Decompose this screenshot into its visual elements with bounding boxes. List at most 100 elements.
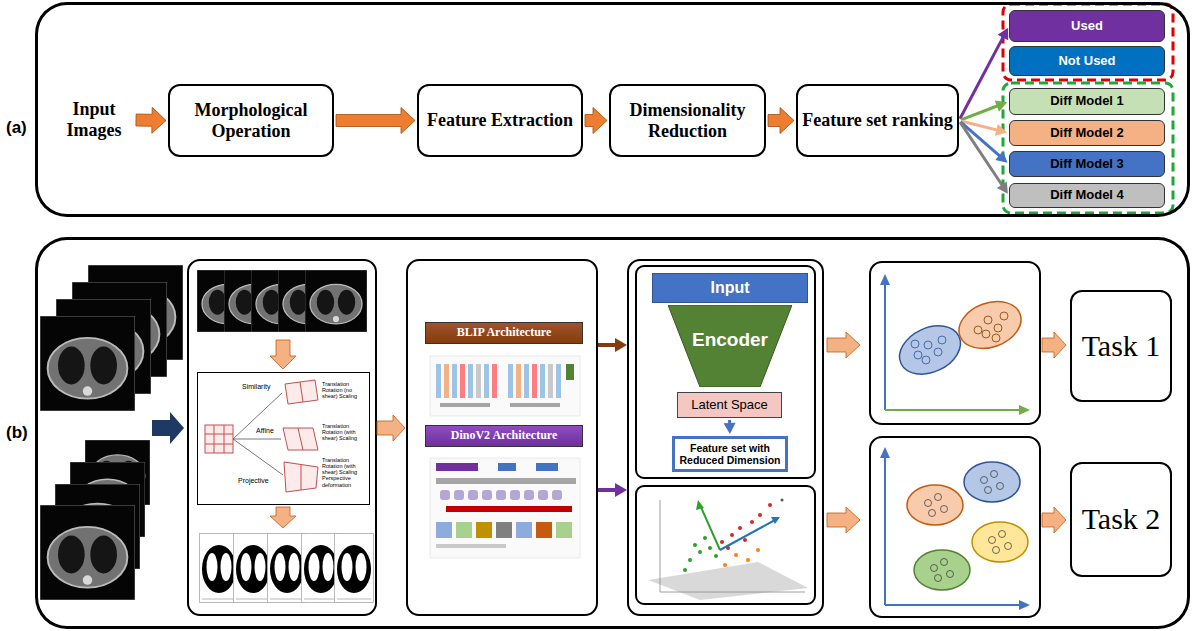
panel-frame [188, 260, 1040, 617]
arrow-head [995, 124, 1007, 136]
transform-grids [224, 425, 225, 453]
cluster-plot [985, 487, 992, 494]
cluster-plot [934, 348, 942, 356]
blip-thumbnail [440, 403, 490, 407]
cluster-plot [935, 494, 942, 501]
block-arrow [336, 108, 415, 134]
cluster-plot [892, 317, 969, 384]
block-arrow [136, 107, 166, 133]
feature-arrow [598, 488, 616, 492]
pca-scatter [693, 543, 697, 547]
cluster-plot [941, 559, 948, 566]
transform-lines [233, 393, 282, 439]
pca-scatter [723, 563, 727, 567]
cluster-plot [941, 506, 948, 513]
blip-thumbnail [540, 364, 545, 398]
cluster-plot [914, 550, 970, 590]
cluster-plot [964, 462, 1020, 502]
transform-name: Similarity [242, 383, 270, 391]
node-label: Encoder [692, 329, 768, 351]
blip-thumbnail [548, 364, 553, 398]
feature-box: Feature set with Reduced Dimension [672, 436, 788, 472]
panel-frame [636, 266, 815, 478]
transform-grids [300, 382, 303, 402]
dino-thumbnail [436, 478, 576, 484]
panel-frame [628, 260, 823, 615]
pca-scatter [688, 558, 692, 562]
cluster-plot [880, 447, 890, 458]
pca-scatter [708, 546, 712, 550]
cluster-plot [992, 334, 1000, 342]
dino-thumbnail [476, 522, 492, 538]
cluster-plot [981, 477, 988, 484]
dino-thumbnail [510, 490, 520, 500]
cluster-plot [907, 485, 963, 525]
pca-scatter [703, 536, 707, 540]
transform-note: Translation Rotation (with shear) Scalin… [322, 423, 369, 441]
blip-thumbnail [468, 364, 473, 398]
panel-frame: (b)SimilarityTranslation Rotation (no sh… [35, 237, 1190, 629]
dino-thumbnail [436, 544, 506, 548]
pca-scatter [660, 500, 661, 592]
node-label: Morphological Operation [170, 100, 332, 141]
cluster-plot [911, 340, 919, 348]
dino-thumbnail [524, 490, 534, 500]
cluster-plot [925, 500, 932, 507]
blip-thumbnail [430, 356, 580, 416]
transform-grids [205, 380, 318, 492]
block-arrow [136, 107, 166, 133]
dino-thumbnail [552, 490, 562, 500]
process-box: Feature set ranking [796, 84, 959, 157]
blip-thumbnail [508, 364, 513, 398]
trapezoid-shape [668, 305, 792, 387]
cluster-plot [984, 316, 992, 324]
model-box: Diff Model 4 [1009, 183, 1165, 208]
dino-thumbnail [430, 458, 580, 558]
cluster-plot [991, 471, 998, 478]
connector-arrow [960, 28, 1008, 119]
transform-grids [283, 428, 318, 450]
process-box: Dimensionality Reduction [609, 84, 766, 157]
blip-thumbnail [566, 364, 574, 380]
block-arrow [768, 108, 794, 134]
transform-note: Translation Rotation (no shear) Scaling [322, 381, 369, 399]
connector-arrow [961, 101, 1007, 120]
cluster-plot [880, 274, 1030, 415]
cluster-plot [974, 312, 1008, 342]
pca-scatter [771, 517, 780, 524]
panel-frame [870, 437, 1040, 617]
cluster-plot [972, 522, 1028, 562]
block-arrow [336, 108, 415, 134]
dino-thumbnail [556, 522, 572, 538]
transform-grids [285, 380, 318, 404]
cluster-plot [885, 604, 1022, 606]
cluster-plot [935, 575, 942, 582]
lung-masks [200, 534, 374, 603]
pca-scatter [648, 562, 808, 600]
cluster-plot [1019, 600, 1030, 610]
dino-thumbnail [496, 490, 506, 500]
ct-stack [40, 265, 183, 600]
blip-thumbnail [452, 364, 457, 398]
blip-thumbnail [510, 403, 560, 407]
pca-scatter [648, 499, 808, 601]
process-box: Feature Extraction [417, 84, 583, 157]
ct-stack [40, 316, 135, 411]
ct-stack [40, 505, 135, 600]
blip-thumbnail [524, 364, 529, 398]
ct-strip [197, 270, 367, 332]
transform-inset: Similarity Translation Rotation (no shear… [197, 372, 370, 505]
feature-arrow [598, 338, 627, 497]
cluster-plot [938, 336, 946, 344]
transform-note: Translation Rotation (with shear) Scalin… [322, 457, 369, 488]
dino-thumbnail [516, 522, 532, 538]
cluster-plot [929, 510, 936, 517]
pca-scatter [734, 553, 738, 557]
blip-thumbnail [516, 364, 521, 398]
dino-thumbnail [468, 490, 478, 500]
transform-lines [233, 393, 283, 475]
status-box: Used [1009, 10, 1165, 42]
pca-scatter [758, 513, 762, 517]
process-box: Morphological Operation [168, 84, 334, 157]
flow-arrow [270, 507, 296, 528]
